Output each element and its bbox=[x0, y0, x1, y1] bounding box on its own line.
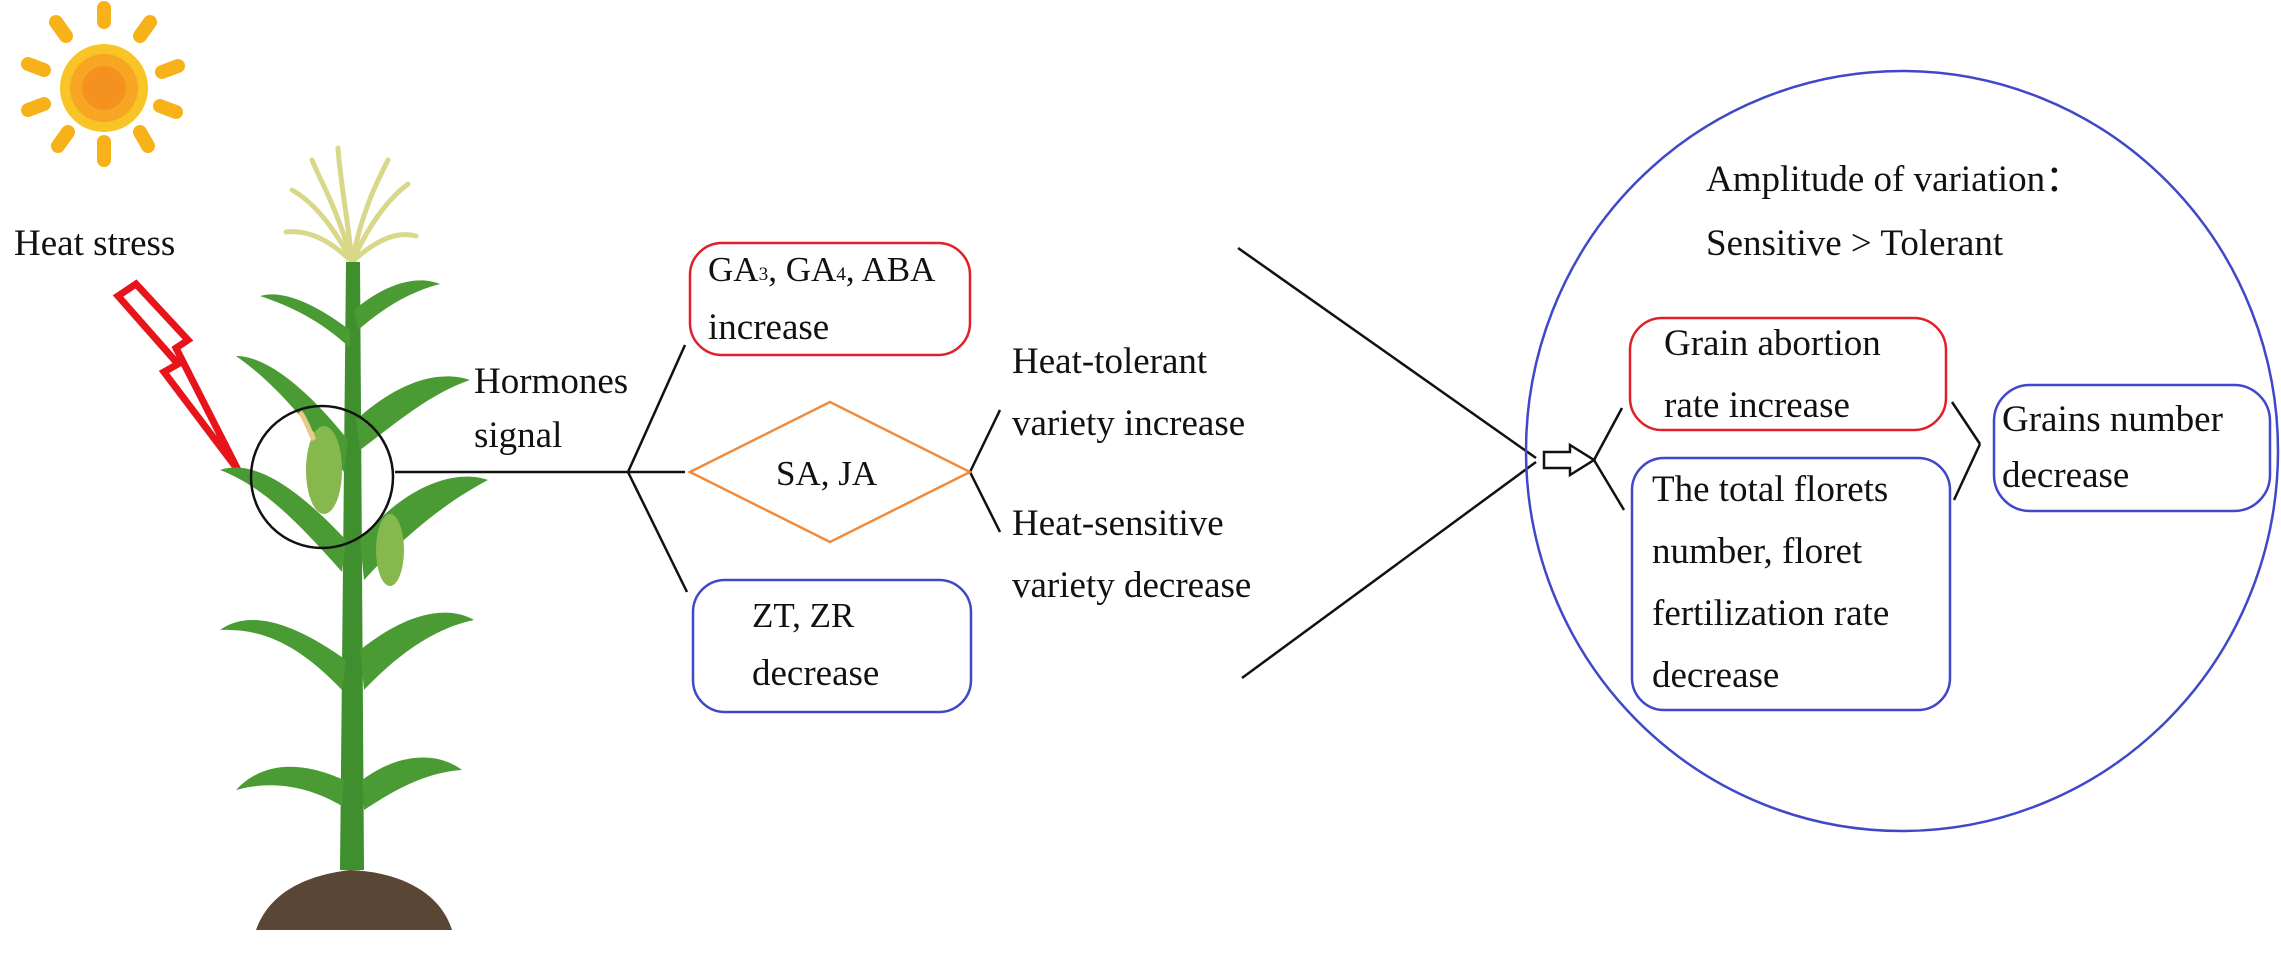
florets-line4: decrease bbox=[1652, 655, 1780, 696]
sun-icon bbox=[21, 1, 185, 167]
maize-plant-icon bbox=[220, 145, 488, 930]
abortion-line2: rate increase bbox=[1664, 385, 1850, 426]
zt-decrease-label: decrease bbox=[752, 653, 880, 694]
sensitive-line1: Heat-sensitive bbox=[1012, 503, 1224, 544]
florets-box bbox=[1630, 456, 1952, 712]
grains-number-box bbox=[1992, 383, 2272, 513]
amplitude-line1: Amplitude of variation： bbox=[1706, 159, 2083, 200]
connector-lines bbox=[395, 246, 1982, 680]
arrow-icon bbox=[1542, 442, 1597, 478]
ga-aba-increase-box bbox=[688, 241, 972, 357]
hormones-label-line1: Hormones bbox=[474, 361, 629, 402]
sa-ja-label: SA, JA bbox=[776, 454, 878, 493]
hormones-label-line2: signal bbox=[474, 415, 563, 456]
florets-line1: The total florets bbox=[1652, 469, 1889, 510]
zt-zr-label: ZT, ZR bbox=[752, 596, 855, 635]
zt-zr-decrease-box bbox=[691, 578, 973, 714]
tolerant-line2: variety increase bbox=[1012, 403, 1246, 444]
ga-increase-label: increase bbox=[708, 307, 830, 348]
grains-line2: decrease bbox=[2002, 455, 2130, 496]
abortion-line1: Grain abortion bbox=[1664, 323, 1881, 364]
sa-ja-diamond bbox=[687, 400, 973, 544]
lightning-icon bbox=[112, 279, 242, 473]
amplitude-line2: Sensitive > Tolerant bbox=[1706, 223, 2004, 264]
sensitive-line2: variety decrease bbox=[1012, 565, 1252, 606]
florets-line2: number, floret bbox=[1652, 531, 1863, 572]
grains-line1: Grains number bbox=[2002, 399, 2223, 440]
tolerant-line1: Heat-tolerant bbox=[1012, 341, 1208, 382]
florets-line3: fertilization rate bbox=[1652, 593, 1890, 634]
grain-abortion-box bbox=[1628, 316, 1948, 432]
ear-highlight-circle bbox=[249, 404, 395, 550]
ga-aba-label: GA3, GA4, ABA bbox=[708, 250, 936, 289]
heat-stress-label: Heat stress bbox=[14, 223, 176, 264]
outcome-circle bbox=[1524, 69, 2280, 833]
